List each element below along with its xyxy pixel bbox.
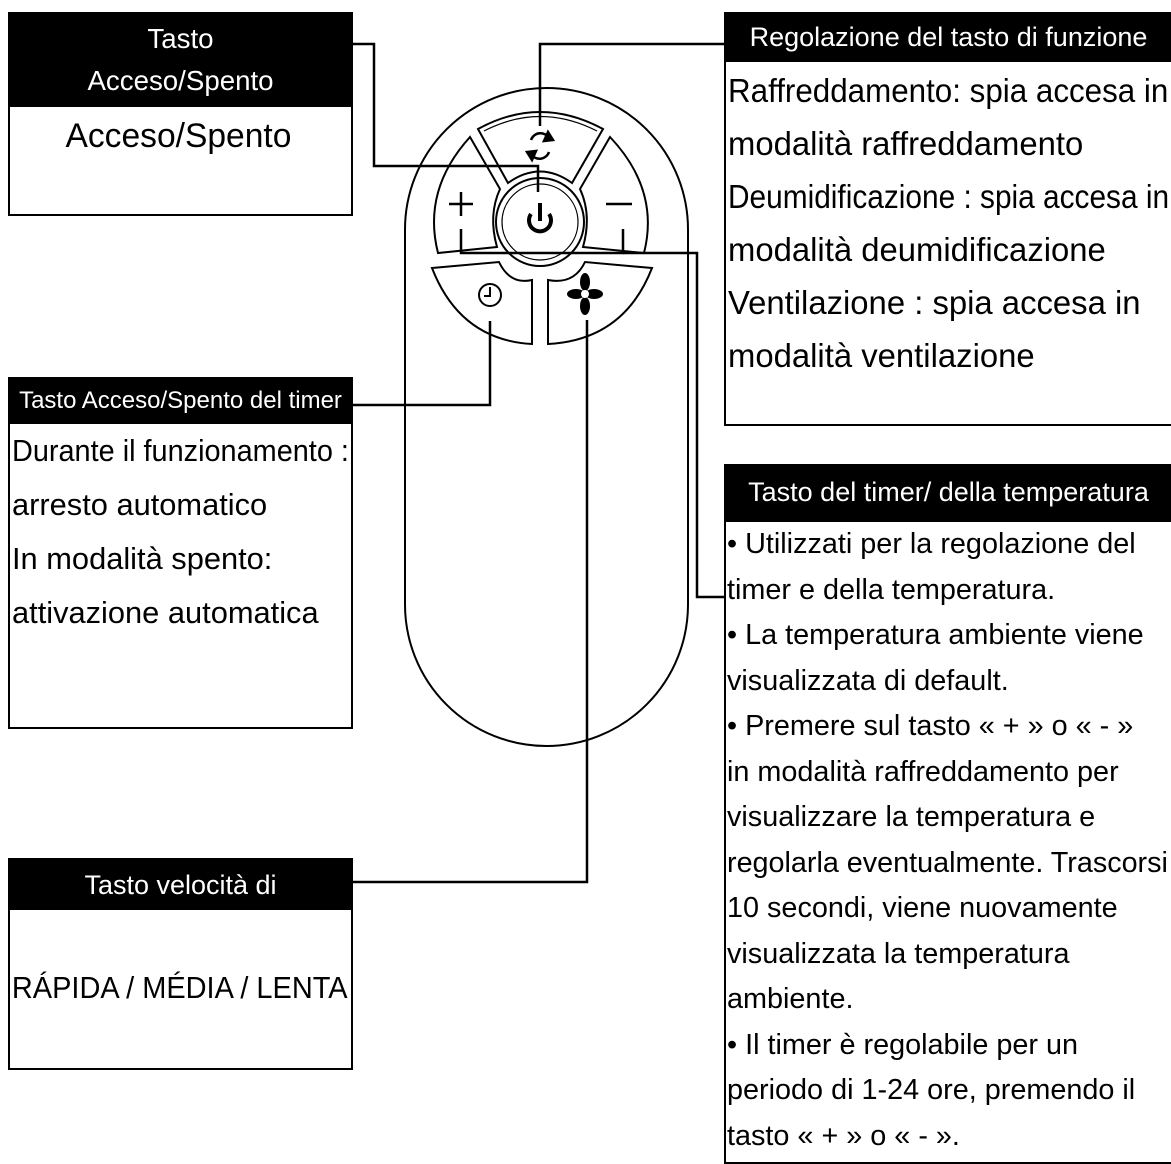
timer-temperature-line-13: periodo di 1-24 ore, premendo il (727, 1074, 1136, 1106)
fan-speed-header: Tasto velocità di ventilazione (10, 860, 351, 950)
plus-icon (449, 192, 473, 216)
timer-temperature-line-6: in modalità raffreddamento per (727, 755, 1119, 788)
timer-temperature-header: Tasto del timer/ della temperatura (726, 466, 1171, 522)
power-callout-header: Tasto Acceso/Spento (10, 14, 351, 107)
mode-cycle-icon (524, 129, 556, 163)
timer-temperature-line-4: visualizzata di default. (727, 664, 1009, 697)
timer-temperature-body: • Utilizzati per la regolazione del time… (726, 522, 1171, 1159)
connector-fan (352, 320, 589, 884)
power-title-line-1: Tasto (147, 23, 214, 54)
power-button-callout: Tasto Acceso/Spento Acceso/Spento (8, 12, 353, 216)
power-title-line-2: Acceso/Spento (87, 65, 274, 96)
mode-button-callout: Regolazione del tasto di funzione Raffre… (724, 12, 1171, 426)
mode-line-1: Raffreddamento: spia accesa in (728, 72, 1169, 109)
timer-onoff-line-2: arresto automatico (12, 487, 268, 522)
timer-onoff-body: Durante il funzionamento : arresto autom… (10, 424, 351, 640)
timer-temperature-line-3: • La temperatura ambiente viene (727, 619, 1144, 651)
timer-onoff-header: Tasto Acceso/Spento del timer (10, 379, 351, 424)
timer-temperature-line-8: regolarla eventualmente. Trascorsi (727, 846, 1168, 879)
connector-mode (538, 42, 724, 126)
fan-speed-callout: Tasto velocità di ventilazione RÁPIDA / … (8, 858, 353, 1070)
timer-temperature-line-7: visualizzare la temperatura e (727, 801, 1096, 833)
timer-temperature-line-12: • Il timer è regolabile per un (727, 1028, 1079, 1061)
timer-onoff-callout: Tasto Acceso/Spento del timer Durante il… (8, 377, 353, 729)
mode-callout-body: Raffreddamento: spia accesa in modalità … (726, 64, 1171, 382)
mode-line-5: Ventilazione : spia accesa in (728, 284, 1141, 321)
mode-line-4: modalità deumidificazione (728, 231, 1106, 268)
power-icon (527, 203, 553, 234)
mode-callout-header: Regolazione del tasto di funzione (726, 14, 1171, 62)
timer-temperature-line-9: 10 secondi, viene nuovamente (727, 892, 1118, 924)
fan-button (547, 260, 654, 346)
mode-line-3: Deumidificazione : spia accesa in (728, 178, 1170, 215)
connector-timer (352, 321, 492, 407)
timer-temperature-line-10: visualizzata la temperatura (727, 937, 1070, 970)
power-button (495, 177, 585, 267)
timer-onoff-line-4: attivazione automatica (12, 595, 319, 630)
fan-speed-body: RÁPIDA / MÉDIA / LENTA (11, 970, 348, 1005)
mode-line-2: modalità raffreddamento (728, 125, 1084, 162)
timer-temperature-line-11: ambiente. (727, 983, 854, 1015)
timer-temperature-line-5: • Premere sul tasto « + » o « - » (727, 710, 1134, 742)
clock-icon (478, 283, 502, 307)
timer-temperature-line-2: timer e della temperatura. (727, 573, 1056, 606)
timer-temperature-line-1: • Utilizzati per la regolazione del (727, 528, 1136, 560)
timer-temperature-callout: Tasto del timer/ della temperatura • Uti… (724, 464, 1171, 1164)
power-callout-body: Acceso/Spento (65, 117, 292, 155)
timer-onoff-line-3: In modalità spento: (12, 541, 273, 576)
timer-temperature-line-14: tasto « + » o « - ». (727, 1119, 960, 1152)
fan-icon (567, 273, 603, 315)
mode-line-6: modalità ventilazione (728, 337, 1035, 374)
connector-power (352, 42, 540, 192)
timer-onoff-line-1: Durante il funzionamento : (12, 433, 349, 468)
connector-plusminus (459, 229, 625, 255)
